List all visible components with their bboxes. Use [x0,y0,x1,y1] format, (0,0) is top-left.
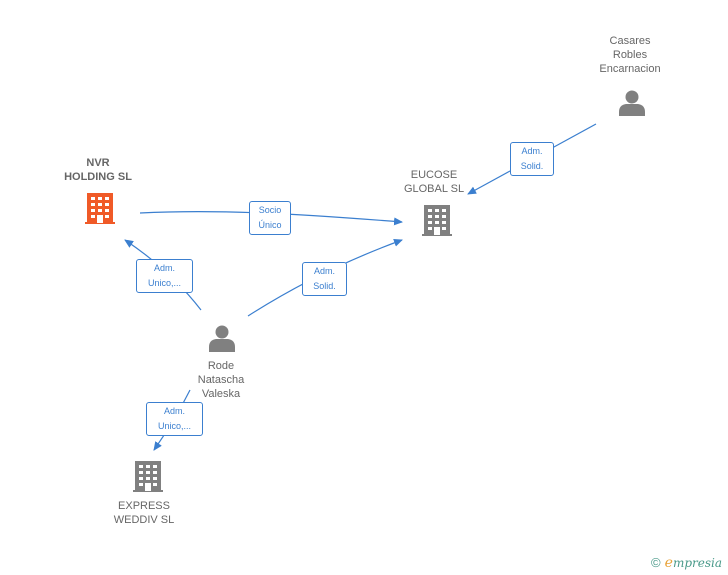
node-label-nvr[interactable]: NVR HOLDING SL [64,157,132,183]
edge-label-rode-express: Adm. Unico,... [146,402,203,436]
node-label-eucose[interactable]: EUCOSE GLOBAL SL [403,169,465,195]
edge-label-nvr-eucose: Socio Único [249,201,291,235]
node-label-casares[interactable]: Casares Robles Encarnacion [599,35,661,75]
building-icon [85,193,115,224]
building-icon [133,461,163,492]
edge-label-rode-nvr: Adm. Unico,... [136,259,193,293]
brand-e: e [664,555,673,571]
node-label-rode[interactable]: Rode Natascha Valeska [197,360,245,400]
person-icon [209,325,235,352]
brand-text: mpresia [672,556,722,570]
empresia-brand[interactable]: ©empresia [651,555,722,571]
edge-label-rode-eucose: Adm. Solid. [302,262,347,296]
person-icon [619,90,645,116]
building-icon [422,205,452,236]
edge-label-casares-eucose: Adm. Solid. [510,142,554,176]
node-label-express[interactable]: EXPRESS WEDDIV SL [113,500,175,526]
copyright-icon: © [651,555,661,570]
